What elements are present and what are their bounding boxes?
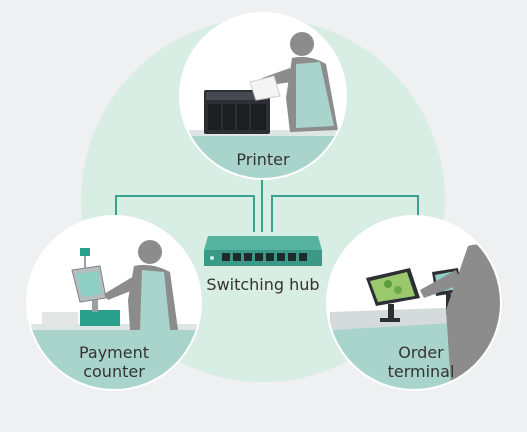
order-terminal-label-line2: terminal [387,362,455,381]
paper-icon [249,75,281,101]
printer-icon [204,90,270,134]
payment-counter-label: Payment counter [54,343,174,381]
order-terminal-node [326,215,502,391]
order-tablet-icon [366,268,420,322]
printer-node [179,12,347,180]
payment-counter-label-line1: Payment [78,343,150,362]
pos-register-icon [42,248,120,326]
switching-hub-icon [204,236,322,266]
switching-hub-label: Switching hub [206,275,320,294]
hub-ports [222,253,307,261]
order-terminal-label: Order terminal [361,343,481,381]
payment-counter-label-line2: counter [83,362,145,381]
payment-counter-node [26,215,202,391]
order-terminal-label-line1: Order [398,343,444,362]
connection-lines [115,178,419,232]
printer-label: Printer [236,150,290,169]
